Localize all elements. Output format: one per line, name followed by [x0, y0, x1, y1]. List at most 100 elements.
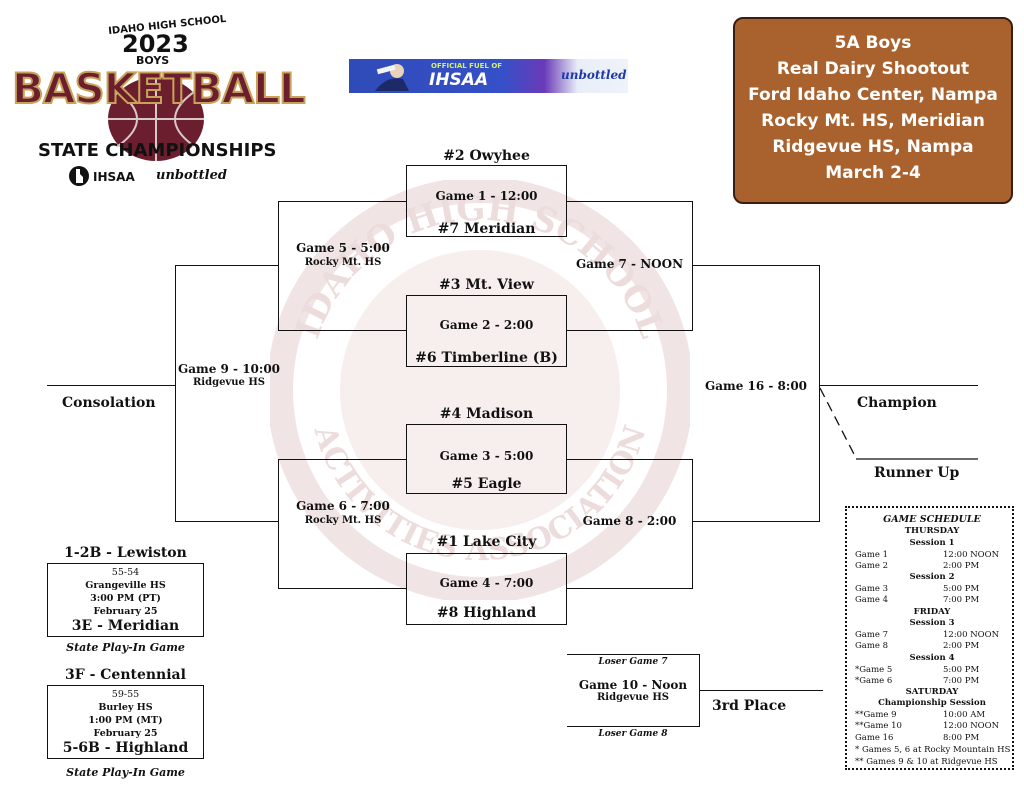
schedule-championship-session: Championship Session — [878, 698, 986, 708]
game-4-box — [406, 553, 567, 625]
team-2-owyhee: #2 Owyhee — [443, 148, 530, 164]
schedule-session-4: Session 4 — [909, 653, 955, 663]
banner-tagline: OFFICIAL FUEL OF — [431, 62, 503, 70]
game-3-label: Game 3 - 5:00 — [439, 449, 534, 463]
game-10-label: Game 10 - Noon — [578, 678, 688, 692]
playin-2-top-team: 3F - Centennial — [65, 667, 186, 683]
champion-label: Champion — [857, 395, 937, 411]
connector — [692, 265, 820, 267]
connector — [278, 330, 406, 332]
logo-gender: BOYS — [136, 54, 170, 67]
connector — [278, 588, 406, 590]
championship-logo: IDAHO HIGH SCHOOL 2023 BOYS BASKETBALL S… — [8, 14, 307, 194]
schedule-session-1: Session 1 — [909, 538, 955, 548]
runner-up-dashed-line — [819, 387, 978, 460]
third-place-line — [700, 690, 823, 692]
playin-2-time: 1:00 PM (MT) — [88, 715, 163, 726]
connector — [567, 588, 693, 590]
game-10-site: Ridgevue HS — [596, 692, 670, 703]
champion-line — [820, 385, 978, 387]
connector — [175, 521, 279, 523]
playin-2-date: February 25 — [93, 728, 158, 739]
connector — [567, 201, 693, 203]
game-4-label: Game 4 - 7:00 — [439, 576, 534, 590]
connector — [175, 265, 177, 522]
schedule-saturday: SATURDAY — [905, 687, 959, 697]
athlete-drinking-icon — [375, 64, 409, 91]
playin-1-label: State Play-In Game — [66, 641, 185, 654]
schedule-thursday: THURSDAY — [904, 526, 960, 536]
game-5-site: Rocky Mt. HS — [304, 257, 382, 268]
game-1-box — [406, 165, 567, 237]
event-info-box: 5A Boys Real Dairy Shootout Ford Idaho C… — [733, 17, 1013, 204]
info-line-title: Real Dairy Shootout — [776, 59, 970, 79]
game-3-box — [406, 424, 567, 494]
connector — [567, 726, 700, 728]
logo-sport: BASKETBALL — [11, 63, 307, 114]
playin-1-site: Grangeville HS — [85, 580, 166, 591]
connector — [692, 521, 820, 523]
banner-sponsor: unbottled — [561, 68, 627, 82]
team-1-lake-city: #1 Lake City — [436, 534, 537, 550]
connector — [47, 385, 176, 387]
connector — [175, 265, 279, 267]
connector — [819, 265, 821, 522]
game-16-label: Game 16 - 8:00 — [704, 379, 808, 393]
game-9-site: Ridgevue HS — [192, 377, 266, 388]
playin-2-label: State Play-In Game — [66, 766, 185, 779]
info-line-venue1: Ford Idaho Center, Nampa — [748, 85, 998, 105]
logo-year: 2023 — [122, 30, 189, 58]
third-place-label: 3rd Place — [712, 698, 787, 714]
connector — [692, 459, 694, 589]
game-10-bottom-note: Loser Game 8 — [598, 729, 668, 739]
info-line-venue2: Rocky Mt. HS, Meridian — [761, 111, 985, 131]
game-9-label: Game 9 - 10:00 — [177, 362, 281, 376]
team-3-mt-view: #3 Mt. View — [439, 277, 534, 293]
connector — [278, 459, 406, 461]
consolation-label: Consolation — [62, 395, 156, 411]
playin-1-top-team: 1-2B - Lewiston — [64, 545, 187, 561]
connector — [567, 459, 693, 461]
team-5-eagle: #5 Eagle — [451, 476, 522, 492]
game-5-label: Game 5 - 5:00 — [296, 241, 390, 255]
connector — [278, 459, 280, 589]
schedule-friday: FRIDAY — [913, 607, 951, 617]
playin-2-score: 59-55 — [111, 689, 140, 700]
game-2-label: Game 2 - 2:00 — [439, 318, 534, 332]
connector — [567, 330, 693, 332]
playin-1-date: February 25 — [93, 606, 158, 617]
game-7-label: Game 7 - NOON — [575, 257, 684, 271]
sponsor-banner: OFFICIAL FUEL OF IHSAA unbottled — [349, 59, 628, 93]
game-1-label: Game 1 - 12:00 — [435, 189, 538, 203]
connector — [699, 654, 701, 727]
playin-1-time: 3:00 PM (PT) — [90, 593, 161, 604]
logo-org: IHSAA — [93, 170, 135, 184]
game-2-box — [406, 295, 567, 367]
playin-1-bottom-team: 3E - Meridian — [71, 618, 180, 634]
idaho-state-icon — [69, 166, 89, 186]
team-8-highland: #8 Highland — [436, 605, 537, 621]
team-4-madison: #4 Madison — [439, 406, 534, 422]
game-6-label: Game 6 - 7:00 — [296, 499, 390, 513]
schedule-session-2: Session 2 — [909, 572, 955, 582]
playin-1-score: 55-54 — [111, 567, 140, 578]
logo-sponsor: unbottled — [156, 168, 227, 183]
basketball-icon — [108, 77, 204, 161]
logo-event: STATE CHAMPIONSHIPS — [38, 140, 277, 161]
schedule-title: GAME SCHEDULE — [883, 514, 981, 525]
playin-2-site: Burley HS — [98, 702, 153, 713]
info-line-dates: March 2-4 — [825, 163, 921, 183]
game-8-label: Game 8 - 2:00 — [582, 514, 677, 528]
playin-1-box — [47, 563, 204, 637]
banner-org: IHSAA — [429, 70, 489, 90]
info-line-division: 5A Boys — [834, 33, 912, 53]
team-6-timberline: #6 Timberline (B) — [415, 350, 558, 366]
playin-2-bottom-team: 5-6B - Highland — [62, 740, 189, 756]
connector — [278, 201, 406, 203]
connector — [567, 654, 700, 656]
schedule-session-3: Session 3 — [909, 618, 955, 628]
team-7-meridian: #7 Meridian — [437, 221, 536, 237]
watermark-seal: IDAHO HIGH SCHOOL ACTIVITIES ASSOCIATION — [270, 180, 690, 600]
game-10-top-note: Loser Game 7 — [598, 657, 668, 667]
